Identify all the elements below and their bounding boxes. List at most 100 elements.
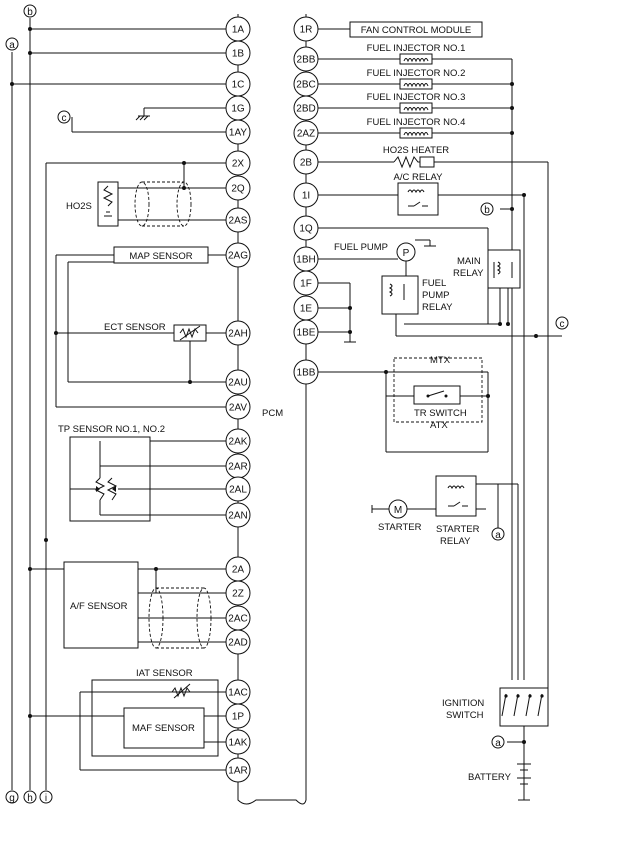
main-relay-box (487, 249, 521, 289)
right-pin-circle-2bb (293, 46, 319, 72)
maf-sensor-box (123, 707, 205, 749)
left-pin-label-2au: 2AU (228, 378, 247, 389)
fan-control-module-box (349, 21, 483, 38)
right-pin-circle-2bd (293, 95, 319, 121)
af-sensor-label: A/F SENSOR (70, 601, 128, 612)
fan-control-module-label: FAN CONTROL MODULE (361, 25, 472, 36)
left-pin-label-1ac: 1AC (228, 688, 247, 699)
left-pin-circle-2ak (225, 428, 251, 454)
ignition-contact-2 (513, 693, 519, 717)
ignition-contact-dot-1 (504, 694, 508, 698)
ignition-contact-dot-2 (516, 694, 520, 698)
left-pin-label-1g: 1G (231, 104, 245, 115)
left-pin-label-2as: 2AS (229, 216, 248, 227)
left-pin-circle-2as (225, 207, 251, 233)
left-pin-label-2ag: 2AG (228, 251, 248, 262)
connector-g-label: g (9, 793, 15, 804)
fuel-injector-3-winding (403, 107, 429, 112)
connector-c-left (57, 110, 71, 124)
left-pin-circle-2q (225, 175, 251, 201)
right-pin-circle-1q (293, 215, 319, 241)
left-pin-label-2al: 2AL (229, 485, 247, 496)
left-pin-circle-2ad (225, 629, 251, 655)
connector-h (23, 790, 37, 804)
fuel-pump-relay-box (381, 275, 419, 315)
maf-sensor-label: MAF SENSOR (132, 723, 195, 734)
right-pin-label-1r: 1R (300, 25, 313, 36)
fuel-injector-4-winding (403, 132, 429, 137)
left-pin-label-1ak: 1AK (229, 738, 248, 749)
fuel-pump-relay-label-1: FUEL (422, 278, 446, 289)
map-sensor-label: MAP SENSOR (129, 251, 192, 262)
connector-b-top-label: b (27, 7, 33, 18)
right-pin-circle-1f (293, 270, 319, 296)
right-pin-circle-2b (293, 149, 319, 175)
starter-label: STARTER (378, 522, 422, 533)
fuel-pump-relay-label-3: RELAY (422, 302, 453, 313)
left-pin-label-2an: 2AN (228, 511, 247, 522)
left-pin-label-2a: 2A (232, 565, 245, 576)
fuel-injector-2-winding (403, 83, 429, 88)
fuel-injector-1-winding (403, 58, 429, 63)
fuel-injector-3-coil (399, 102, 433, 114)
left-pin-label-1p: 1P (232, 712, 245, 723)
tp-sensor-box (69, 436, 151, 522)
connector-c-left-label: c (62, 113, 67, 124)
right-pin-label-2bc: 2BC (296, 80, 315, 91)
fuel-injector-2-coil (399, 78, 433, 90)
iat-sensor-label: IAT SENSOR (136, 668, 193, 679)
connector-b-top (23, 4, 37, 18)
right-pin-label-2bb: 2BB (297, 55, 316, 66)
left-pin-circle-1ak (225, 729, 251, 755)
left-pin-circle-2al (225, 476, 251, 502)
connector-a-top-label: a (9, 40, 15, 51)
injector-symbols (393, 53, 544, 717)
left-pin-label-2q: 2Q (231, 184, 245, 195)
fuel-injector-1-label: FUEL INJECTOR NO.1 (367, 43, 466, 54)
left-pin-circle-2an (225, 502, 251, 528)
af-sensor-box (63, 561, 139, 649)
connector-a-ignition-label: a (495, 738, 501, 749)
right-pin-label-1i: 1I (302, 191, 310, 202)
ho2s-box (97, 181, 119, 227)
ignition-switch-label-2: SWITCH (446, 710, 484, 721)
left-pin-label-2av: 2AV (229, 403, 247, 414)
fuel-injector-1-coil (399, 53, 433, 65)
ac-relay-label: A/C RELAY (394, 172, 444, 183)
connector-i-label: i (45, 793, 47, 804)
connector-h-label: h (27, 793, 33, 804)
main-relay-label-1: MAIN (457, 256, 481, 267)
ignition-contact-1 (501, 693, 507, 717)
fuel-injector-4-label: FUEL INJECTOR NO.4 (367, 117, 466, 128)
main-relay-label-2: RELAY (453, 268, 484, 279)
map-sensor-box (113, 246, 209, 264)
battery-label: BATTERY (468, 772, 512, 783)
left-pin-label-1b: 1B (232, 49, 245, 60)
right-pin-label-2b: 2B (300, 158, 313, 169)
left-pin-label-1a: 1A (232, 25, 245, 36)
ignition-contact-4 (537, 693, 543, 717)
atx-label: ATX (430, 420, 448, 431)
left-pin-label-2ad: 2AD (228, 638, 247, 649)
right-pin-circle-2az (293, 120, 319, 146)
starter-motor-letter: M (394, 505, 402, 516)
left-pin-label-2z: 2Z (232, 589, 244, 600)
left-pin-label-2ar: 2AR (228, 462, 247, 473)
fuel-pump-relay-label-2: PUMP (422, 290, 449, 301)
connector-i (39, 790, 53, 804)
right-pin-label-1be: 1BE (297, 328, 316, 339)
tr-switch-area (393, 357, 483, 423)
ho2s-heater-element (419, 156, 435, 168)
ignition-contact-dot-3 (528, 694, 532, 698)
tp-sensor-label: TP SENSOR NO.1, NO.2 (58, 424, 165, 435)
right-pin-circle-1be (293, 319, 319, 345)
tr-switch-box (413, 385, 461, 405)
ho2s-label: HO2S (66, 201, 92, 212)
ignition-switch-label-1: IGNITION (442, 698, 484, 709)
pcm-label: PCM (262, 408, 283, 419)
left-pin-circle-1ar (225, 757, 251, 783)
ho2s-heater-resistor (393, 155, 438, 169)
left-pin-circle-2av (225, 394, 251, 420)
tr-switch-label: TR SWITCH (414, 408, 467, 419)
